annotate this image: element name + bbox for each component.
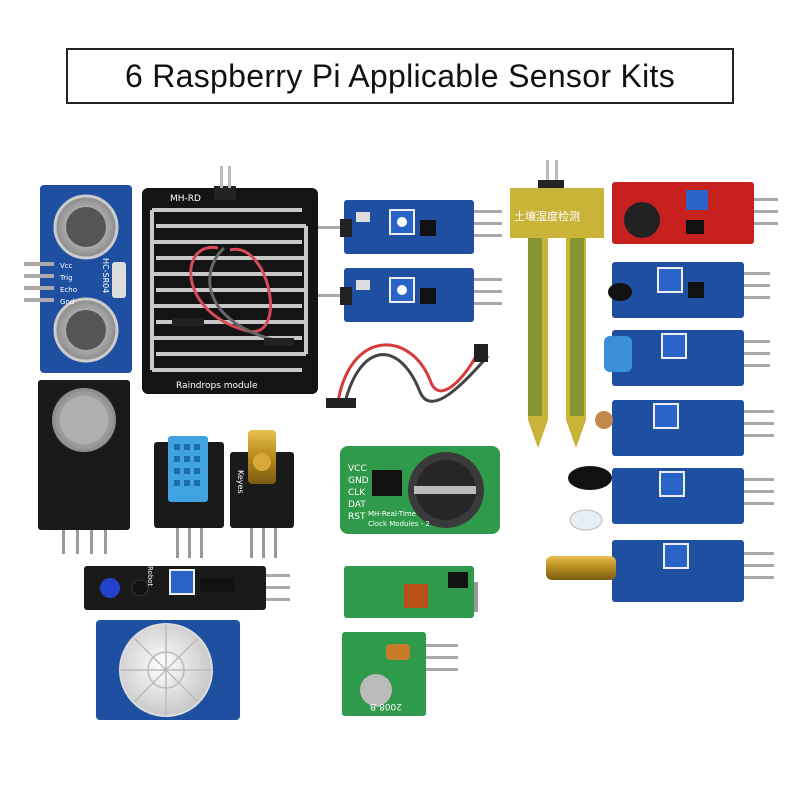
pir-motion-sensor xyxy=(96,620,240,720)
jumper-wires xyxy=(326,343,490,408)
rtc-pin-label: RST xyxy=(348,512,366,522)
rtc-pin-label: GND xyxy=(348,476,369,486)
laser-module: Keyes xyxy=(230,430,294,558)
light-sensor xyxy=(595,400,774,456)
shock-sensor xyxy=(604,330,770,386)
pin-label: Gnd xyxy=(60,298,74,306)
title-box: 6 Raspberry Pi Applicable Sensor Kits xyxy=(66,48,734,104)
pin-label: Trig xyxy=(59,274,73,282)
pin-label: Vcc xyxy=(60,262,73,270)
sound-sensor xyxy=(612,182,778,244)
dht11-sensor xyxy=(154,436,224,558)
ir-flame-sensor xyxy=(568,466,774,531)
ultrasonic-pins xyxy=(24,262,54,302)
rain-sensor: MH-RD Raindrops module xyxy=(142,166,318,394)
rtc-name-label: Clock Modules - 2 xyxy=(368,520,430,528)
page-title: 6 Raspberry Pi Applicable Sensor Kits xyxy=(124,57,676,94)
tracker-label: Robot xyxy=(146,566,154,587)
rain-header-label: MH-RD xyxy=(170,194,201,204)
rf-model-label: 2008-B xyxy=(370,701,402,711)
rtc-module: VCC GND CLK DAT RST MH-Real-Time Clock M… xyxy=(340,446,500,534)
gas-sensor xyxy=(38,380,130,554)
soil-label: 土壤湿度检测 xyxy=(514,209,580,223)
ultrasonic-sensor: Vcc Trig Echo Gnd HC-SR04 xyxy=(24,185,132,373)
flame-sensor xyxy=(608,262,770,318)
rf-transmitter: 2008-B xyxy=(342,632,458,716)
rtc-pin-label: VCC xyxy=(348,464,367,474)
small-sensor-board xyxy=(318,268,502,322)
keyes-label: Keyes xyxy=(236,470,245,494)
tilt-sensor xyxy=(546,540,774,602)
rain-module-label: Raindrops module xyxy=(176,381,258,391)
soil-moisture-probe: 土壤湿度检测 xyxy=(510,160,604,448)
line-tracker-sensor: Robot xyxy=(84,566,290,610)
rtc-pin-label: CLK xyxy=(348,488,366,498)
pin-label: Echo xyxy=(60,286,77,294)
ultrasonic-model-label: HC-SR04 xyxy=(101,258,110,293)
rf-receiver xyxy=(344,566,478,618)
rtc-pin-label: DAT xyxy=(348,500,366,510)
small-sensor-board xyxy=(318,200,502,254)
rtc-name-label: MH-Real-Time xyxy=(368,510,416,518)
